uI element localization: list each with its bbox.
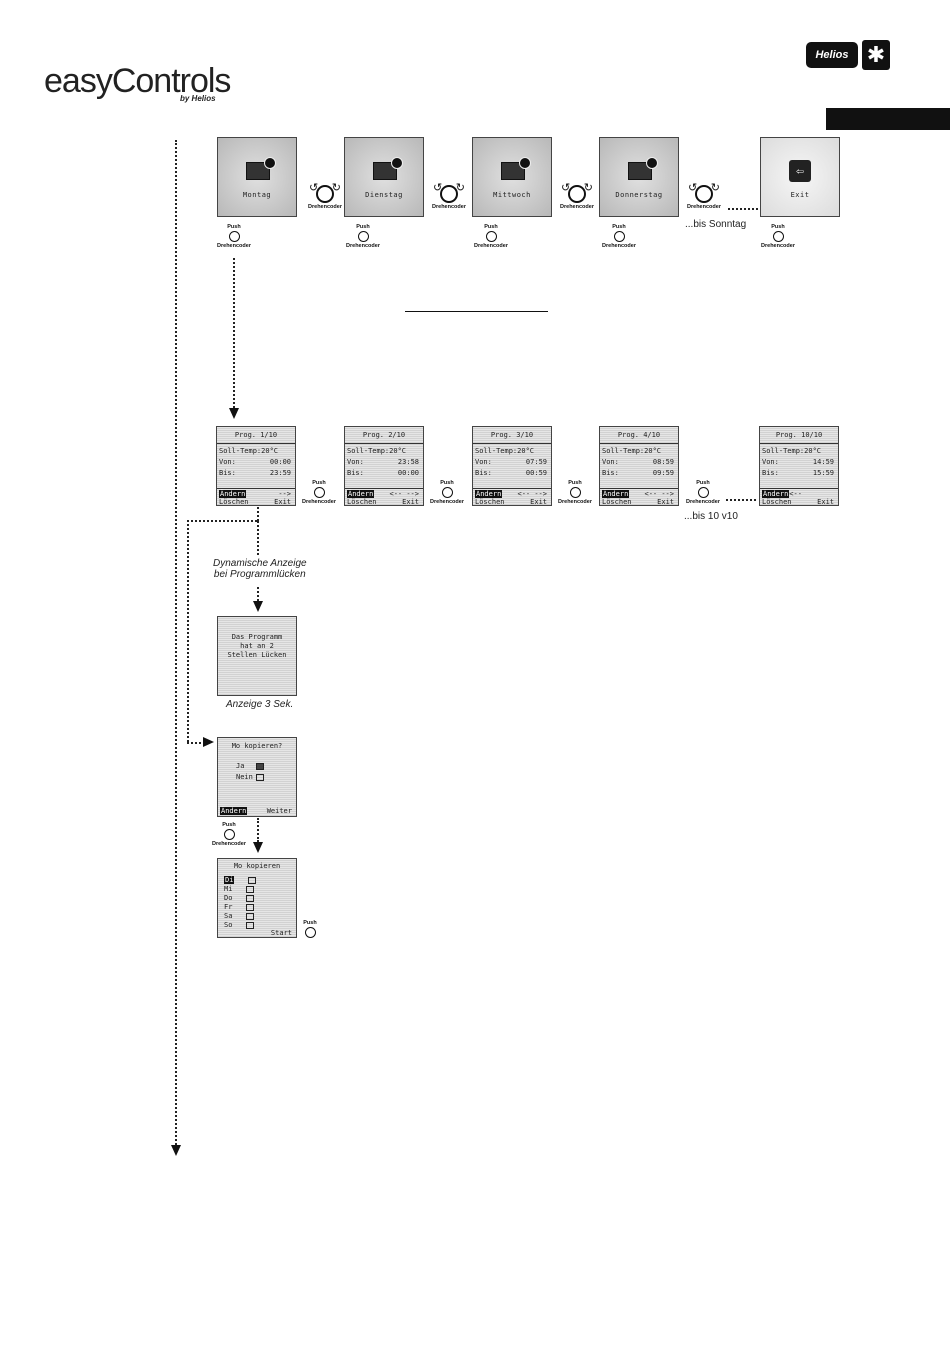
program-screen-3: Prog. 3/10 Soll-Temp:20°C Von:07:59 Bis:… <box>472 426 552 506</box>
flow-line <box>257 521 259 555</box>
flow-arrow-down-icon <box>171 1145 181 1156</box>
copy-days-screen: Mo kopieren Di Mi Do Fr Sa So Start <box>217 858 297 938</box>
bis-sonntag-label: ...bis Sonntag <box>685 219 747 230</box>
drehencoder-rotate-icon: Drehencoder <box>554 181 600 210</box>
calendar-icon <box>373 157 403 180</box>
flow-line <box>257 507 259 521</box>
drehencoder-rotate-icon: Drehencoder <box>302 181 348 210</box>
helios-logo: Helios <box>806 42 858 68</box>
calendar-icon <box>628 157 658 180</box>
screen-montag: Montag <box>217 137 297 217</box>
push-button-icon: Push <box>288 920 332 939</box>
flow-arrow-down-icon <box>229 408 239 419</box>
main-flow-line <box>175 140 177 1145</box>
calendar-icon <box>501 157 531 180</box>
exit-icon: ⇦ <box>789 160 811 182</box>
flow-arrow-down-icon <box>253 842 263 853</box>
flow-arrow-down-icon <box>253 601 263 612</box>
program-screen-1: Prog. 1/10 Soll-Temp:20°C Von:00:00 Bis:… <box>216 426 296 506</box>
underline <box>405 311 548 312</box>
calendar-icon <box>246 157 276 180</box>
continuation-dots <box>726 499 756 501</box>
flow-arrow-right-icon <box>203 737 214 747</box>
logo-subtitle: by Helios <box>180 94 216 103</box>
continuation-dots <box>728 208 758 210</box>
fan-icon: ✱ <box>862 40 890 70</box>
screen-mittwoch: Mittwoch <box>472 137 552 217</box>
program-screen-2: Prog. 2/10 Soll-Temp:20°C Von:23:58 Bis:… <box>344 426 424 506</box>
flow-line <box>187 520 257 522</box>
flow-line <box>187 520 189 742</box>
screen-exit: ⇦ Exit <box>760 137 840 217</box>
drehencoder-rotate-icon: Drehencoder <box>426 181 472 210</box>
flow-line <box>257 587 259 601</box>
flow-line <box>233 258 235 408</box>
section-bar <box>826 108 950 130</box>
drehencoder-rotate-icon: Drehencoder <box>681 181 727 210</box>
program-screen-4: Prog. 4/10 Soll-Temp:20°C Von:08:59 Bis:… <box>599 426 679 506</box>
screen-donnerstag: Donnerstag <box>599 137 679 217</box>
screen-dienstag: Dienstag <box>344 137 424 217</box>
bis-10-label: ...bis 10 v10 <box>684 511 738 522</box>
anzeige-note: Anzeige 3 Sek. <box>226 699 294 710</box>
program-screen-10: Prog. 10/10 Soll-Temp:20°C Von:14:59 Bis… <box>759 426 839 506</box>
program-gap-screen: Das Programm hat an 2 Stellen Lücken <box>217 616 297 696</box>
flow-line <box>257 818 259 842</box>
easycontrols-logo: easyControls <box>44 62 231 100</box>
flow-line <box>187 742 205 744</box>
